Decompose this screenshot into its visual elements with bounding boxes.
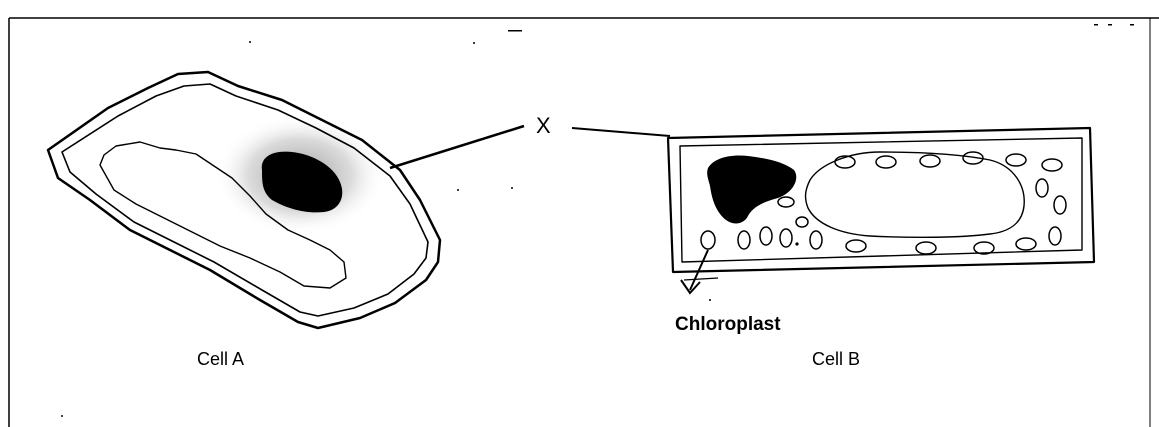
chloroplast <box>916 242 936 254</box>
chloroplast <box>1049 227 1061 245</box>
chloroplast <box>920 155 940 167</box>
chloroplast <box>876 156 896 168</box>
chloroplast-dot <box>795 242 798 245</box>
chloroplast <box>1006 154 1026 166</box>
chloroplast <box>1036 179 1048 197</box>
chloroplast <box>1054 196 1066 214</box>
figure-frame <box>9 18 1159 427</box>
chloroplast <box>1016 238 1036 250</box>
chloroplast <box>780 229 792 247</box>
pointer-line-cell-b <box>572 128 670 136</box>
chloroplast <box>760 227 772 245</box>
cell-a <box>48 72 440 328</box>
cell-b <box>668 128 1094 272</box>
chloroplast <box>846 240 866 252</box>
label-x-group: X <box>390 113 670 168</box>
cell-b-vacuole <box>806 152 1025 237</box>
chloroplast <box>810 231 822 249</box>
label-x: X <box>536 113 551 138</box>
chloroplast <box>701 231 715 249</box>
chloroplast <box>974 242 994 254</box>
chloroplast-label: Chloroplast <box>675 314 781 335</box>
chloroplast <box>778 197 794 207</box>
chloroplast <box>796 217 808 227</box>
cell-b-caption: Cell B <box>812 349 860 369</box>
pointer-line-cell-a <box>390 126 524 168</box>
cell-a-caption: Cell A <box>197 349 244 369</box>
cell-b-nucleus <box>707 156 796 224</box>
chloroplast <box>1042 159 1062 171</box>
chloroplast <box>738 231 750 249</box>
